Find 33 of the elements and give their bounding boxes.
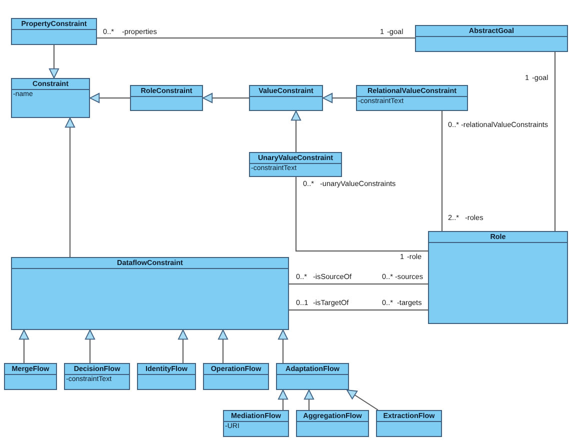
generalization-arrow (48, 44, 60, 78)
class-box (249, 152, 342, 177)
generalization-arrow (18, 330, 30, 364)
class-box (249, 85, 323, 111)
generalization-arrow (278, 330, 288, 364)
generalization-arrow (278, 390, 288, 410)
class-box (137, 363, 196, 390)
association-line (554, 52, 556, 232)
generalization-arrow (64, 118, 76, 258)
generalization-arrow (290, 110, 302, 152)
class-box (4, 363, 57, 390)
generalization-arrow (346, 390, 378, 410)
generalization-arrow (202, 92, 250, 104)
class-box (64, 363, 130, 390)
class-box (130, 85, 203, 111)
class-box (11, 18, 97, 45)
class-box (415, 25, 568, 52)
generalization-arrow (178, 330, 188, 364)
class-box (223, 410, 289, 437)
class-box (296, 410, 369, 437)
class-box (11, 257, 289, 330)
association-line (296, 176, 428, 252)
generalization-arrow (218, 330, 228, 364)
class-box (428, 231, 568, 324)
generalization-arrow (90, 92, 130, 104)
class-box (356, 85, 468, 111)
class-box (276, 363, 349, 390)
generalization-arrow (84, 330, 96, 364)
class-box (11, 78, 90, 118)
class-box (203, 363, 269, 390)
generalization-arrow (304, 390, 314, 410)
class-box (376, 410, 442, 437)
generalization-arrow (322, 92, 356, 104)
